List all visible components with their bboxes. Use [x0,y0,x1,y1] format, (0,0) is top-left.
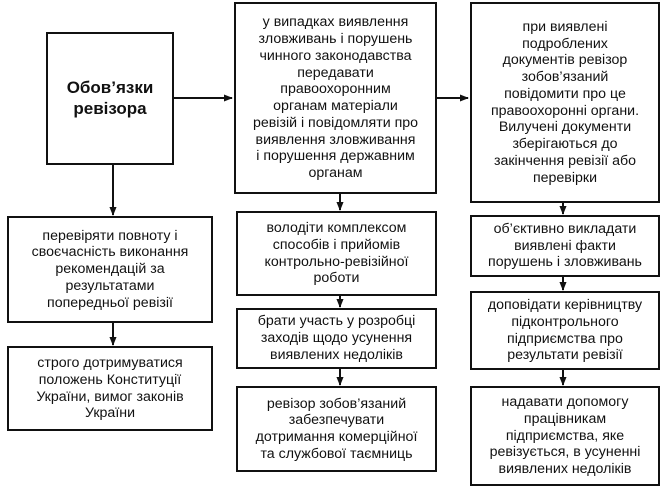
middle-box-2: володіти комплексом способів і прийомів … [236,211,437,296]
right-box-3-text: доповідати керівництву підконтрольного п… [487,297,643,364]
right-box-2-text: об’єктивно викладати виявлені факти пору… [488,220,642,271]
middle-box-1: у випадках виявлення зловживань і поруше… [234,2,437,194]
left-box-2-text: строго дотримуватися положень Конституці… [36,355,184,422]
left-box-1-text: перевіряти повноту і своєчасність викона… [31,227,189,311]
middle-box-4-text: ревізор зобов’язаний забезпечувати дотри… [255,395,418,462]
middle-box-1-text: у випадках виявлення зловживань і поруше… [252,14,419,181]
middle-box-4: ревізор зобов’язаний забезпечувати дотри… [236,386,437,472]
right-box-1: при виявлені подроблених документів реві… [470,2,660,203]
middle-box-2-text: володіти комплексом способів і прийомів … [264,220,409,287]
middle-box-3: брати участь у розробці заходів щодо усу… [236,308,437,369]
main-duties-label: Обов’язки ревізора [66,78,154,118]
right-box-1-text: при виявлені подроблених документів реві… [490,18,640,186]
left-box-1: перевіряти повноту і своєчасність викона… [7,216,213,323]
left-box-2: строго дотримуватися положень Конституці… [7,346,213,431]
middle-box-3-text: брати участь у розробці заходів щодо усу… [257,313,416,363]
right-box-4: надавати допомогу працівникам підприємст… [470,386,660,486]
right-box-3: доповідати керівництву підконтрольного п… [470,291,660,370]
right-box-4-text: надавати допомогу працівникам підприємст… [489,394,641,478]
right-box-2: об’єктивно викладати виявлені факти пору… [470,215,660,277]
main-duties-box: Обов’язки ревізора [46,32,174,165]
